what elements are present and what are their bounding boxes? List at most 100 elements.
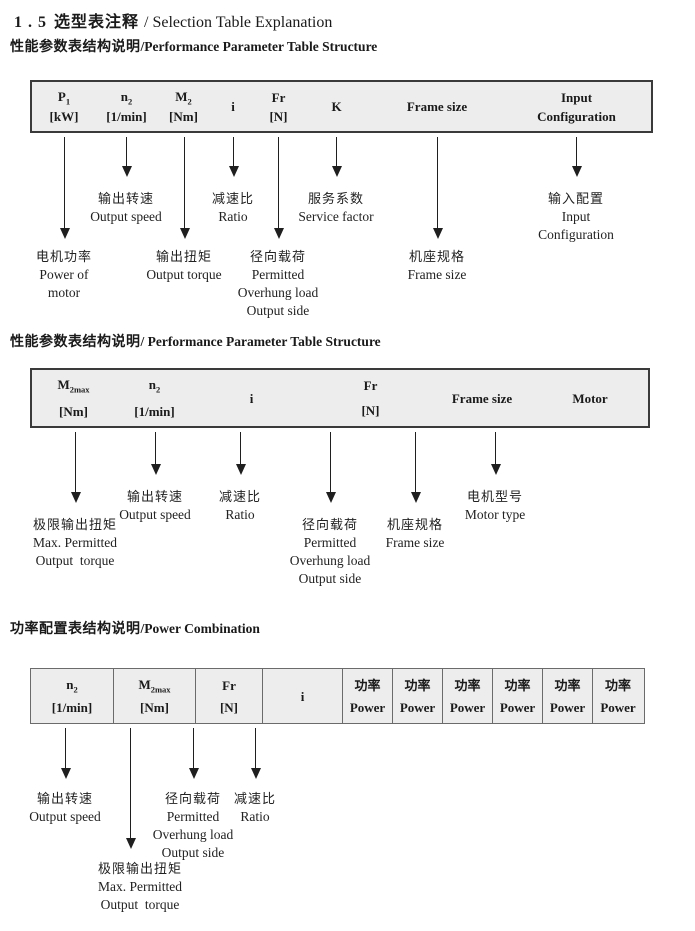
- col-p1: P1 [kW]: [32, 82, 96, 131]
- col-n2: n2 [1/min]: [115, 370, 194, 426]
- col-unit: Power: [600, 699, 636, 715]
- arrow-down-icon: [331, 137, 342, 177]
- col-i: i: [263, 669, 343, 723]
- col-power-4: 功率 Power: [493, 669, 543, 723]
- col-symbol: M: [138, 676, 151, 692]
- col-subscript: 1: [65, 96, 71, 107]
- col-symbol: Input: [560, 89, 593, 105]
- arrow-down-icon: [490, 432, 501, 475]
- arrow-down-icon: [59, 137, 70, 239]
- col-motor: Motor: [532, 370, 648, 426]
- col-subscript: 2max: [150, 684, 171, 695]
- col-unit: Power: [549, 699, 586, 715]
- arrow-down-icon: [150, 432, 161, 475]
- col-frame-size: Frame size: [372, 82, 502, 131]
- col-symbol: n: [66, 676, 74, 692]
- col-subscript: 2: [73, 684, 78, 695]
- col-symbol: Frame size: [406, 99, 468, 114]
- section2-heading: 性能参数表结构说明/ Performance Parameter Table S…: [10, 331, 381, 351]
- col-unit: [kW]: [49, 109, 79, 125]
- col-m2: M2[Nm]: [157, 82, 210, 131]
- col-n2: n2 [1/min]: [96, 82, 157, 131]
- col-power-3: 功率 Power: [443, 669, 493, 723]
- col-unit: [Nm]: [59, 403, 88, 419]
- col-symbol: 功率: [504, 677, 531, 693]
- col-symbol: Fr: [271, 89, 286, 105]
- arrow-down-icon: [571, 137, 582, 177]
- col-symbol: M: [57, 377, 70, 393]
- col-fr: Fr[N]: [256, 82, 301, 131]
- arrow-down-icon: [273, 137, 284, 239]
- section3-heading: 功率配置表结构说明/Power Combination: [10, 618, 260, 638]
- col-k: K: [301, 82, 372, 131]
- col-symbol: n: [120, 88, 128, 104]
- col-symbol: i: [231, 99, 235, 114]
- arrow-down-icon: [235, 432, 246, 475]
- col-symbol: 功率: [454, 677, 481, 693]
- col-symbol: n: [148, 377, 156, 393]
- col-unit: Configuration: [537, 108, 616, 124]
- col-power-5: 功率 Power: [543, 669, 593, 723]
- section1-heading-chinese: 性能参数表结构说明: [10, 40, 141, 55]
- col-unit: [1/min]: [106, 109, 147, 125]
- col-unit: [Nm]: [140, 700, 169, 716]
- performance-table-2: M2max[Nm] n2[1/min] i Fr[N] Frame size M…: [30, 368, 650, 428]
- col-symbol: P: [57, 88, 66, 104]
- col-subscript: 2: [187, 96, 192, 107]
- performance-table-1: P1[kW] n2[1/min] M2[Nm] i Fr[N] K Frame …: [30, 80, 653, 133]
- arrow-down-icon: [188, 728, 199, 779]
- arrow-down-icon: [179, 137, 190, 239]
- arrow-down-icon: [432, 137, 443, 239]
- col-symbol: i: [300, 688, 305, 704]
- arrow-down-icon: [60, 728, 71, 779]
- col-subscript: 2: [155, 385, 161, 396]
- col-unit: Power: [499, 699, 536, 715]
- col-unit: Power: [399, 699, 436, 715]
- section-number: 1 . 5: [14, 14, 47, 31]
- col-symbol: Frame size: [451, 390, 513, 406]
- col-subscript: 2: [127, 96, 133, 107]
- page-title-english: / Selection Table Explanation: [144, 14, 333, 31]
- col-symbol: 功率: [554, 677, 581, 693]
- section3-heading-chinese: 功率配置表结构说明: [10, 622, 141, 637]
- col-symbol: Fr: [363, 378, 378, 393]
- arrow-down-icon: [410, 432, 421, 503]
- section1-heading-english: /Performance Parameter Table Structure: [140, 39, 378, 54]
- col-symbol: Fr: [222, 677, 236, 693]
- col-n2: n2[1/min]: [31, 669, 114, 723]
- arrow-down-icon: [121, 137, 132, 177]
- col-symbol: K: [331, 99, 342, 114]
- col-i: i: [210, 82, 256, 131]
- col-symbol: Motor: [572, 390, 608, 406]
- power-combination-table: n2[1/min] M2max [Nm] Fr [N] i 功率 Power 功率 Po…: [30, 668, 645, 724]
- col-unit: [1/min]: [134, 403, 175, 419]
- col-unit: [N]: [219, 699, 239, 715]
- col-unit: [N]: [361, 403, 380, 418]
- col-m2max: M2max[Nm]: [32, 370, 115, 426]
- arrow-down-icon: [325, 432, 336, 503]
- col-unit: Power: [449, 699, 486, 715]
- arrow-down-icon: [228, 137, 239, 177]
- col-symbol: 功率: [354, 677, 381, 693]
- col-unit: [Nm]: [169, 109, 198, 125]
- arrow-down-icon: [250, 728, 261, 779]
- col-symbol: 功率: [604, 677, 631, 693]
